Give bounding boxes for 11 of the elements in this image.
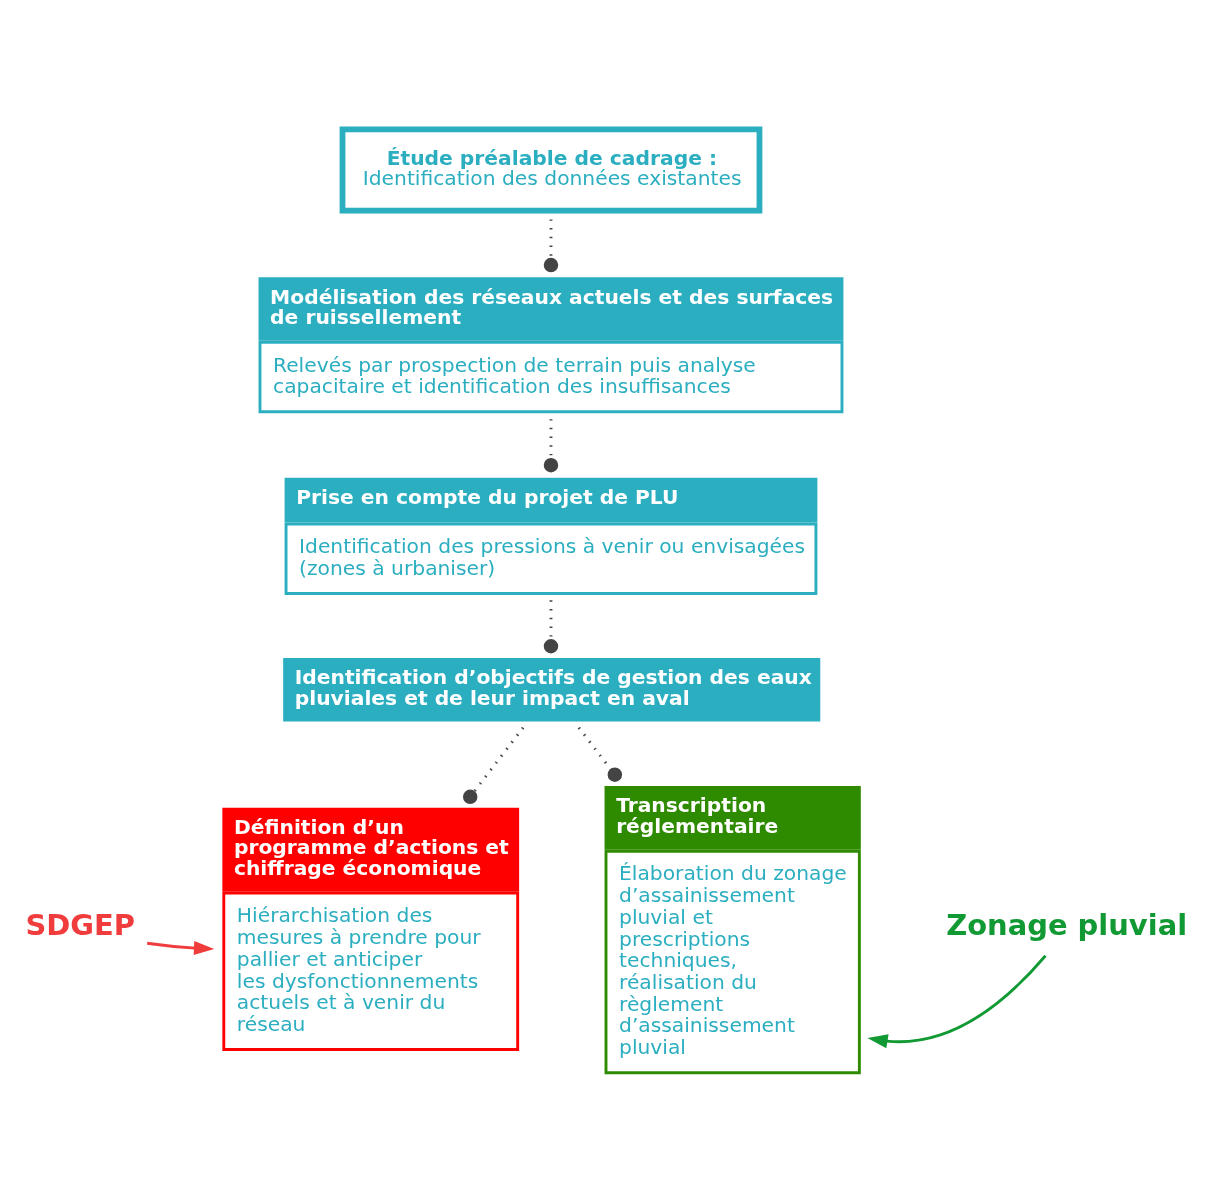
connector bbox=[543, 599, 559, 653]
connector bbox=[577, 726, 623, 782]
node-box: Identification d’objectifs de gestion des eaux pluviales et de leur impact en aval bbox=[283, 657, 821, 722]
connector bbox=[462, 726, 525, 804]
arrow bbox=[147, 940, 215, 955]
node-text: SDGEP bbox=[25, 907, 136, 942]
connector bbox=[543, 418, 559, 472]
node-text: Zonage pluvial bbox=[946, 907, 1188, 942]
connector bbox=[543, 218, 559, 272]
node-box: Étude préalable de cadrage : Identification des données existantes bbox=[339, 126, 763, 213]
arrow bbox=[867, 954, 1047, 1048]
